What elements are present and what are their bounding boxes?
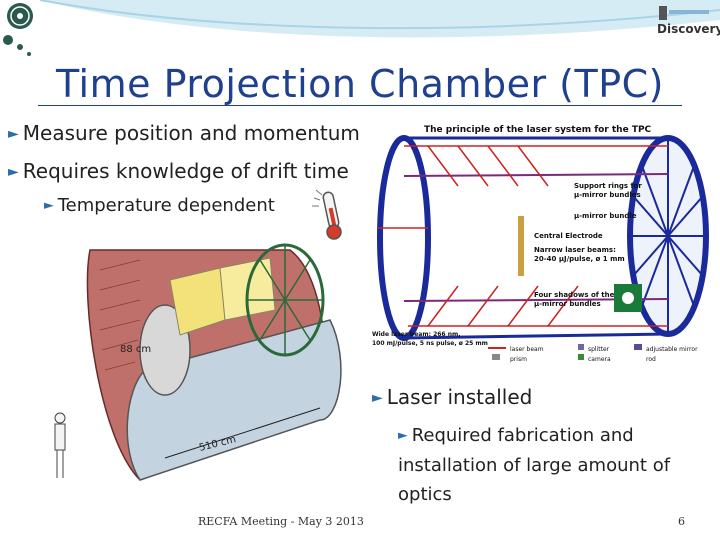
svg-text:Four shadows of the: Four shadows of the (534, 291, 615, 299)
laser-system-figure: The principle of the laser system for th… (368, 116, 714, 366)
bullet-text: Required fabrication and installation of… (398, 425, 671, 505)
svg-text:splitter: splitter (588, 346, 610, 353)
bullet-text: Requires knowledge of drift time (22, 159, 349, 183)
svg-text:20-40 µJ/pulse, ø 1 mm: 20-40 µJ/pulse, ø 1 mm (534, 255, 625, 263)
bullet-marker-icon: ► (398, 427, 408, 442)
svg-text:µ-mirror bundles: µ-mirror bundles (534, 300, 601, 308)
wheel-spokes (630, 138, 706, 334)
laser-beams (378, 145, 668, 327)
svg-text:camera: camera (588, 356, 611, 363)
thermometer-icon (312, 189, 342, 240)
bullet-marker-icon: ► (8, 164, 19, 180)
bullet-measure: ►Measure position and momentum (8, 121, 360, 145)
title-underline (38, 105, 682, 106)
svg-text:Support rings for: Support rings for (574, 182, 642, 190)
bullet-text: Temperature dependent (57, 195, 275, 216)
svg-text:rod: rod (646, 356, 656, 363)
page-number: 6 (678, 515, 685, 528)
tpc-cutaway-figure: 88 cm 510 cm (54, 243, 342, 481)
slide-title: Time Projection Chamber (TPC) (56, 62, 664, 106)
svg-text:µ-mirror bundles: µ-mirror bundles (574, 191, 641, 199)
discovery-logo-mark (659, 6, 709, 20)
svg-text:adjustable mirror: adjustable mirror (646, 346, 698, 353)
svg-text:laser beam: laser beam (510, 346, 544, 353)
discovery-logo: Discovery (653, 2, 720, 42)
laser-figure-title: The principle of the laser system for th… (424, 125, 652, 135)
bullet-laser: ►Laser installed (372, 385, 532, 409)
institution-seal-logo (3, 3, 33, 56)
central-electrode (518, 216, 524, 276)
bullet-drift-time: ►Requires knowledge of drift time (8, 159, 349, 183)
svg-text:Central Electrode: Central Electrode (534, 232, 603, 240)
bullet-text: Laser installed (386, 385, 533, 409)
bullet-marker-icon: ► (372, 390, 383, 406)
discovery-logo-text: Discovery (657, 22, 720, 36)
svg-text:µ-mirror bundle: µ-mirror bundle (574, 212, 637, 220)
bullet-text: Measure position and momentum (22, 121, 360, 145)
slide-footer: RECFA Meeting - May 3 2013 (198, 515, 364, 528)
bullet-marker-icon: ► (44, 197, 54, 212)
svg-text:Narrow laser beams:: Narrow laser beams: (534, 246, 616, 254)
tpc-dimension-short: 88 cm (120, 344, 151, 355)
human-scale-figure (54, 412, 66, 478)
svg-text:Wide laser beam: 266 nm,: Wide laser beam: 266 nm, (372, 331, 461, 338)
bullet-marker-icon: ► (8, 126, 19, 142)
bullet-fabrication: ►Required fabrication and installation o… (398, 421, 688, 509)
bullet-temperature: ►Temperature dependent (44, 195, 275, 216)
svg-text:prism: prism (510, 356, 527, 363)
header-swoosh (39, 0, 720, 38)
svg-text:100 mJ/pulse, 5 ns pulse, ø 25: 100 mJ/pulse, 5 ns pulse, ø 25 mm (372, 340, 488, 347)
